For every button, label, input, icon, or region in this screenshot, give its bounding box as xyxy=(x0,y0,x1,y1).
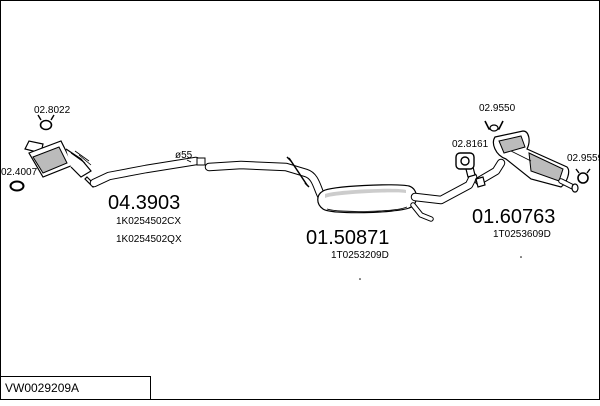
rear-silencer-oe: 1T0253609D xyxy=(493,229,551,240)
middle-silencer-oe: 1T0253209D xyxy=(331,250,389,261)
front-pipe-icon xyxy=(89,156,206,188)
hanger-02-9550-icon xyxy=(484,120,504,132)
pipe-diameter-leader xyxy=(186,159,192,163)
hanger-02-9550-code: 02.9550 xyxy=(479,103,516,114)
clamp-02-8022-code: 02.8022 xyxy=(34,105,71,116)
clamp-02-9559-code: 02.9559 xyxy=(567,153,600,164)
clamp-02-9559-icon xyxy=(575,168,591,184)
rear-silencer-icon xyxy=(474,130,579,193)
reference-number: VW0029209A xyxy=(5,381,80,395)
middle-silencer-code: 01.50871 xyxy=(306,227,389,249)
reference-box: VW0029209A xyxy=(0,376,151,400)
pipe-diameter-label: ø55 xyxy=(175,150,193,161)
ring-02-4007-code: 02.4007 xyxy=(1,167,38,178)
front-pipe-oe-2: 1K0254502QX xyxy=(116,234,182,245)
clamp-02-8022-icon xyxy=(37,114,55,131)
rubber-mount-02-8161-code: 02.8161 xyxy=(452,139,489,150)
middle-silencer-icon xyxy=(204,156,478,222)
dot-marker xyxy=(359,278,361,280)
front-pipe-oe-1: 1K0254502CX xyxy=(116,216,181,227)
rear-silencer-code: 01.60763 xyxy=(472,206,555,228)
front-pipe-code: 04.3903 xyxy=(108,192,180,214)
catalytic-converter-icon xyxy=(24,140,96,188)
dot-marker xyxy=(520,256,522,258)
ring-02-4007-icon xyxy=(9,180,25,192)
rubber-mount-02-8161-icon xyxy=(455,152,475,170)
